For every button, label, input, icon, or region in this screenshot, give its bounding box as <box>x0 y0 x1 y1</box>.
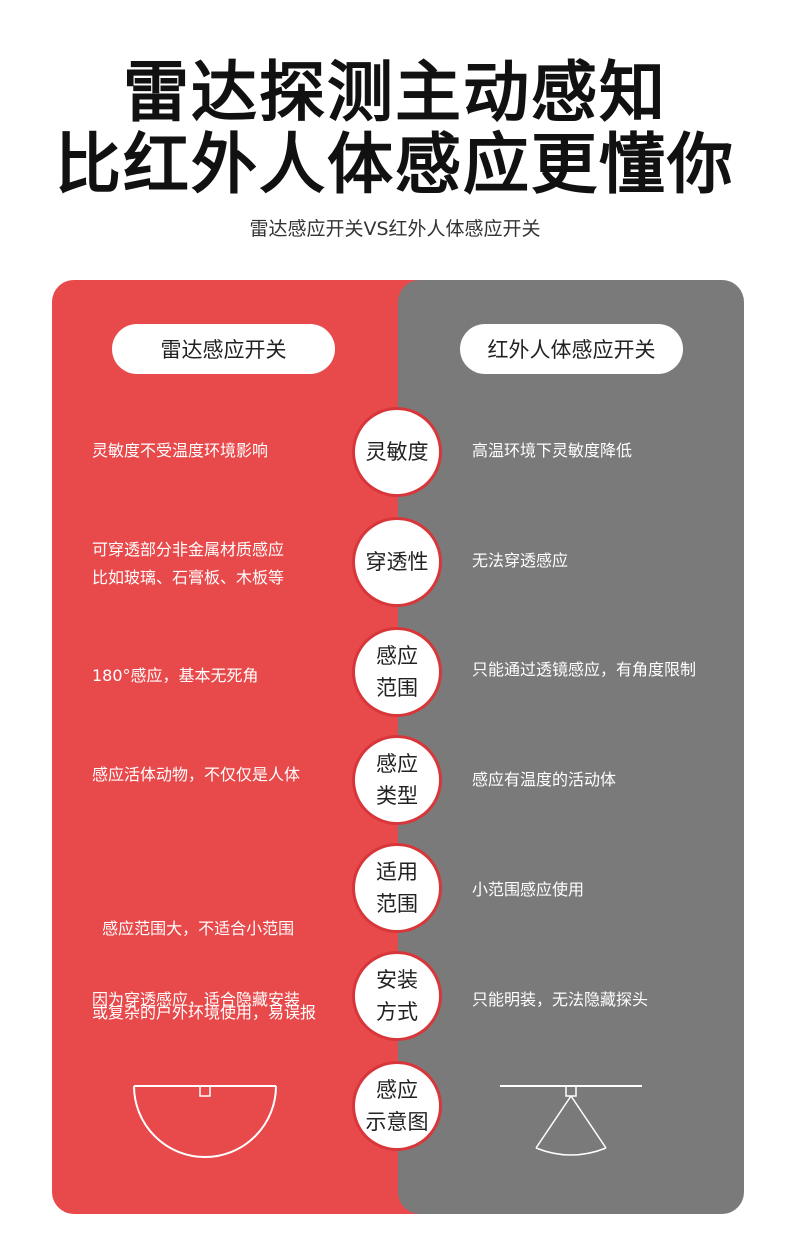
row-label-line: 适用 <box>376 860 418 884</box>
row-label-line: 范围 <box>376 892 418 916</box>
radar-type-text: 感应活体动物，不仅仅是人体 <box>92 761 354 789</box>
row-label-diagram: 感应 示意图 <box>355 1064 439 1148</box>
infrared-sensor-box <box>565 1085 577 1097</box>
page-title-line1: 雷达探测主动感知 <box>123 54 667 131</box>
infrared-sensitivity-text: 高温环境下灵敏度降低 <box>472 437 740 465</box>
row-label-line: 示意图 <box>365 1110 429 1134</box>
row-label-line: 安装 <box>376 968 418 992</box>
text-line: 可穿透部分非金属材质感应 <box>92 540 285 559</box>
row-label-line: 类型 <box>376 784 418 808</box>
infrared-applicable-range-text: 小范围感应使用 <box>472 876 740 904</box>
radar-180-arc <box>133 1085 277 1158</box>
radar-sensitivity-text: 灵敏度不受温度环境影响 <box>92 437 354 465</box>
page-subtitle: 雷达感应开关VS红外人体感应开关 <box>249 218 541 240</box>
row-label-penetration: 穿透性 <box>355 520 439 604</box>
row-label-line: 感应 <box>376 1078 418 1102</box>
row-label-line: 方式 <box>376 1000 418 1024</box>
row-label-range: 感应 范围 <box>355 630 439 714</box>
text-line: 180°感应，基本无死角 <box>92 666 259 685</box>
radar-installation-text: 因为穿透感应，适合隐藏安装 <box>92 986 354 1014</box>
text-line: 感应有温度的活动体 <box>472 770 617 789</box>
row-label-line: 灵敏度 <box>365 440 429 464</box>
infrared-cone-right <box>570 1095 607 1149</box>
infrared-type-text: 感应有温度的活动体 <box>472 766 740 794</box>
page-title-line2: 比红外人体感应更懂你 <box>55 126 735 203</box>
row-label-applicable-range: 适用 范围 <box>355 846 439 930</box>
radar-penetration-text: 可穿透部分非金属材质感应 比如玻璃、石膏板、木板等 <box>92 536 354 592</box>
text-line: 高温环境下灵敏度降低 <box>472 441 633 460</box>
infrared-penetration-text: 无法穿透感应 <box>472 547 740 575</box>
row-label-type: 感应 类型 <box>355 738 439 822</box>
text-line: 因为穿透感应，适合隐藏安装 <box>92 990 301 1009</box>
text-line: 感应活体动物，不仅仅是人体 <box>92 765 301 784</box>
infrared-column-header: 红外人体感应开关 <box>460 324 683 374</box>
text-line: 灵敏度不受温度环境影响 <box>92 441 269 460</box>
text-line: 小范围感应使用 <box>472 880 585 899</box>
radar-detection-diagram <box>133 1085 277 1158</box>
infrared-cone-left <box>535 1095 572 1149</box>
radar-range-text: 180°感应，基本无死角 <box>92 662 354 690</box>
row-label-line: 穿透性 <box>365 550 429 574</box>
text-line: 或复杂的户外环境使用，易误报 <box>92 1003 317 1022</box>
text-line: 感应范围大，不适合小范围 <box>92 919 295 938</box>
infrared-detection-diagram <box>500 1085 642 1156</box>
radar-column-header: 雷达感应开关 <box>112 324 335 374</box>
text-line: 只能通过透镜感应，有角度限制 <box>472 660 697 679</box>
text-line: 只能明装，无法隐藏探头 <box>472 990 649 1009</box>
infrared-installation-text: 只能明装，无法隐藏探头 <box>472 986 740 1014</box>
text-line: 比如玻璃、石膏板、木板等 <box>92 568 285 587</box>
row-label-line: 感应 <box>376 752 418 776</box>
infrared-panel <box>398 280 744 1214</box>
infrared-cone-arc <box>535 1147 607 1156</box>
row-label-installation: 安装 方式 <box>355 954 439 1038</box>
text-line: 无法穿透感应 <box>472 551 569 570</box>
row-label-line: 感应 <box>376 644 418 668</box>
radar-sensor-box <box>199 1085 211 1097</box>
infrared-range-text: 只能通过透镜感应，有角度限制 <box>472 656 740 684</box>
row-label-line: 范围 <box>376 676 418 700</box>
radar-applicable-range-text: 感应范围大，不适合小范围 或复杂的户外环境使用，易误报 <box>92 859 354 1055</box>
row-label-sensitivity: 灵敏度 <box>355 410 439 494</box>
